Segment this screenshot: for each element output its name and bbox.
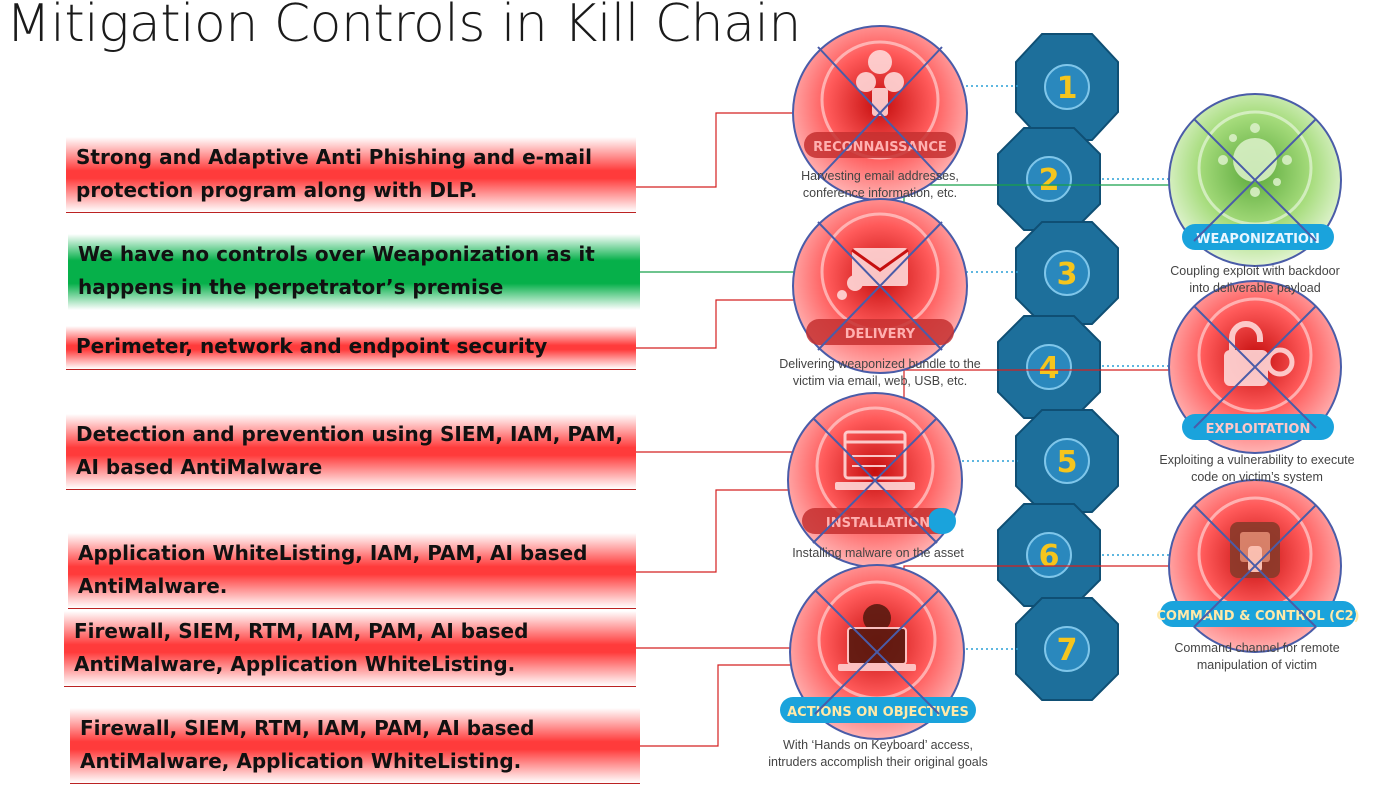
- connector-installation: [636, 489, 790, 573]
- caption-exploitation: Exploiting a vulnerability to execute co…: [1159, 453, 1355, 484]
- stage-label-delivery: DELIVERY: [845, 327, 916, 342]
- dotted-leaders: [962, 85, 1170, 650]
- stage-label-command-control: COMMAND & CONTROL (C2): [1156, 609, 1359, 624]
- stage-number-6: 6: [1039, 539, 1060, 574]
- page-title: Mitigation Controls in Kill Chain: [6, 0, 801, 54]
- stage-label-weaponization: WEAPONIZATION: [1196, 232, 1320, 247]
- terminal-window-icon: [835, 430, 915, 490]
- caption-actions-on-objectives: With ‘Hands on Keyboard’ access, intrude…: [768, 738, 988, 769]
- virus-icon: [1218, 123, 1292, 197]
- caption-reconnaissance: Harvesting email addresses, conference i…: [801, 169, 959, 200]
- stage-reconnaissance: RECONNAISSANCE: [792, 25, 968, 201]
- caption-installation: Installing malware on the asset: [792, 546, 964, 560]
- stage-number-1: 1: [1057, 71, 1078, 106]
- connector-actions: [640, 664, 792, 747]
- control-weaponization: We have no controls over Weaponization a…: [68, 234, 640, 310]
- stage-label-reconnaissance: RECONNAISSANCE: [813, 140, 947, 155]
- control-installation: Application WhiteListing, IAM, PAM, AI b…: [68, 533, 636, 609]
- binoculars-icon: [856, 50, 904, 116]
- stage-number-3: 3: [1057, 257, 1078, 292]
- stage-actions-on-objectives: ACTIONS ON OBJECTIVES: [780, 564, 976, 740]
- control-reconnaissance: Strong and Adaptive Anti Phishing and e-…: [66, 137, 636, 213]
- stage-command-control: COMMAND & CONTROL (C2): [1156, 479, 1360, 653]
- padlock-icon: [1224, 321, 1295, 386]
- stage-number-2: 2: [1039, 163, 1060, 198]
- control-delivery: Perimeter, network and endpoint security: [66, 326, 636, 370]
- caption-weaponization: Coupling exploit with backdoor into deli…: [1170, 264, 1340, 295]
- stage-number-5: 5: [1057, 445, 1078, 480]
- stage-exploitation: EXPLOITATION: [1168, 280, 1342, 454]
- stage-delivery: DELIVERY: [792, 198, 968, 374]
- control-exploitation: Detection and prevention using SIEM, IAM…: [66, 414, 636, 490]
- stage-weaponization: WEAPONIZATION: [1168, 93, 1342, 267]
- stage-number-4: 4: [1039, 351, 1060, 386]
- caption-delivery: Delivering weaponized bundle to the vict…: [779, 357, 981, 388]
- stage-label-actions-on-objectives: ACTIONS ON OBJECTIVES: [787, 705, 969, 720]
- envelope-icon: [837, 248, 909, 300]
- stage-number-7: 7: [1057, 633, 1078, 668]
- connector-reconnaissance: [636, 112, 795, 188]
- stage-label-installation: INSTALLATION: [826, 516, 930, 531]
- stage-label-exploitation: EXPLOITATION: [1206, 422, 1311, 437]
- stage-installation: INSTALLATION: [787, 392, 963, 568]
- caption-command-control: Command channel for remote manipulation …: [1174, 641, 1340, 672]
- control-actions: Firewall, SIEM, RTM, IAM, PAM, AI based …: [70, 708, 640, 784]
- control-command-control: Firewall, SIEM, RTM, IAM, PAM, AI based …: [64, 611, 636, 687]
- connector-delivery: [636, 299, 795, 349]
- hand-device-icon: [1230, 522, 1280, 578]
